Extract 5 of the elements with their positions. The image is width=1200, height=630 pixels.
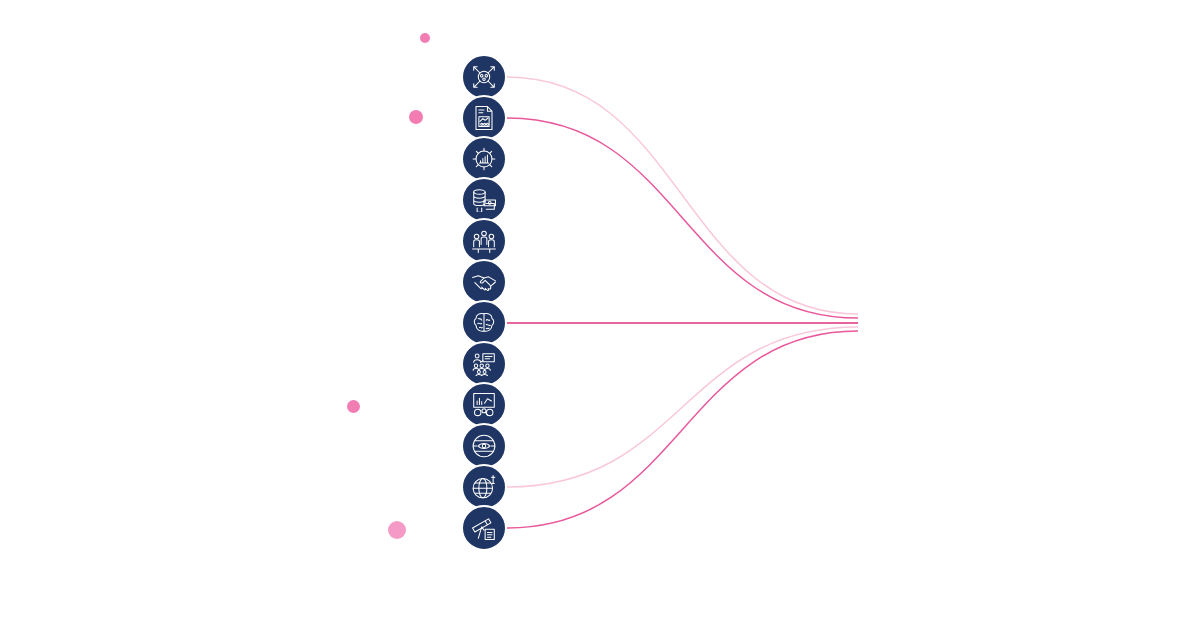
connector-line	[506, 322, 859, 324]
connector-line	[506, 76, 859, 315]
connector-line	[506, 117, 859, 319]
connector-line	[506, 330, 859, 529]
connector-line	[506, 326, 859, 488]
